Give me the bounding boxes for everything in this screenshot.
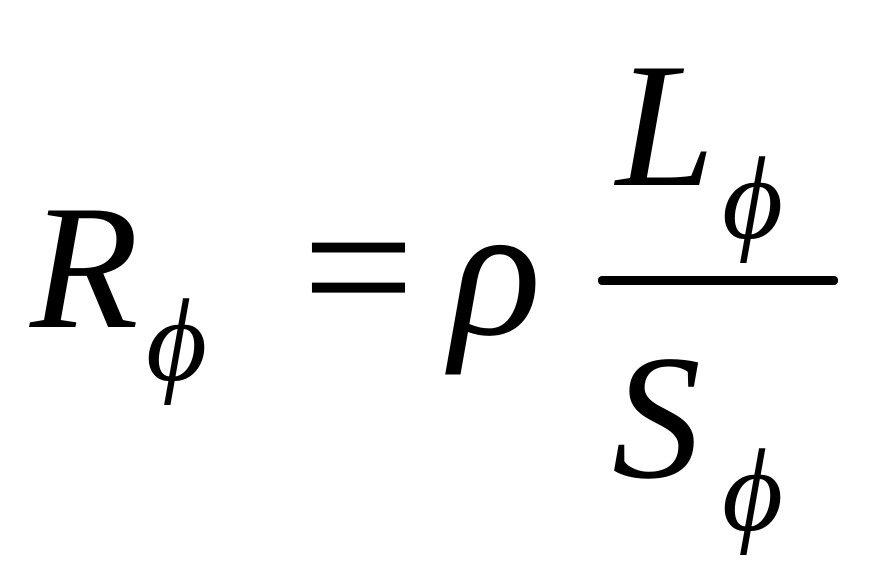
equals-sign: =	[302, 157, 415, 378]
length-subscript: ϕ	[722, 133, 784, 264]
area-subscript: ϕ	[722, 425, 784, 556]
resistivity-symbol: ρ	[450, 166, 542, 376]
fraction-bar	[598, 276, 838, 285]
area-symbol: S	[612, 318, 701, 516]
length-symbol: L	[616, 26, 715, 224]
resistance-subscript: ϕ	[146, 275, 208, 406]
resistance-symbol: R	[30, 168, 139, 366]
